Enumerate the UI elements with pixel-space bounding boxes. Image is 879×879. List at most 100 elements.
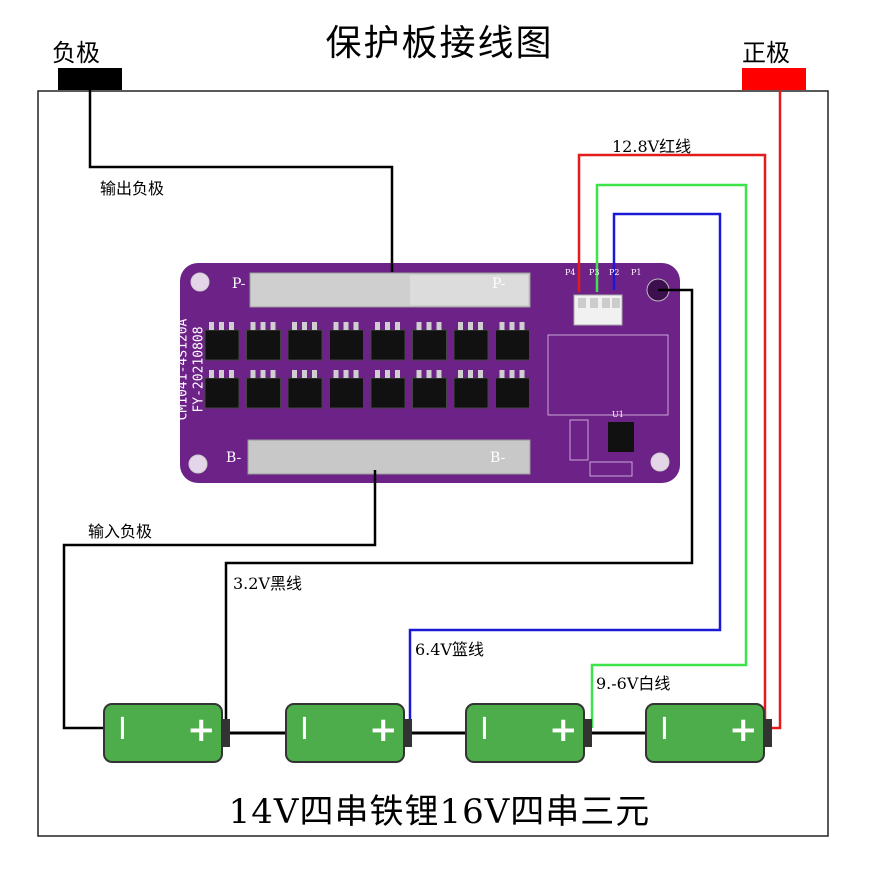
- mosfet-pin: [333, 370, 339, 378]
- pin-label-p1: P1: [631, 268, 642, 277]
- output-negative-label: 输出负极: [100, 179, 165, 198]
- mosfet: [495, 329, 530, 361]
- mosfet-pin: [375, 322, 380, 330]
- battery-1: [103, 703, 230, 763]
- mosfet: [246, 377, 281, 409]
- mosfet-pin: [385, 370, 390, 378]
- mosfet-pin: [499, 370, 505, 378]
- mosfet-pin: [416, 370, 422, 378]
- mosfet: [412, 377, 447, 409]
- mosfet: [329, 377, 364, 409]
- mosfet-pin: [353, 322, 359, 330]
- wire-9-6v: [590, 183, 748, 728]
- mosfet-pin: [478, 370, 483, 378]
- mosfet-pin: [312, 322, 317, 330]
- mosfet-pin: [395, 370, 400, 378]
- mosfet-pin: [478, 322, 483, 330]
- mosfet-pin: [292, 370, 297, 378]
- mosfet-pin: [509, 322, 515, 330]
- battery-2-plus: +: [369, 710, 398, 750]
- pin-label-p4: P4: [565, 268, 576, 277]
- wire-12-8v: [577, 153, 767, 728]
- battery-3: [465, 703, 592, 763]
- wire-3-2v: [224, 288, 694, 728]
- mosfet-pin: [426, 322, 432, 330]
- mosfet-array: [204, 322, 530, 409]
- mosfet-pin: [219, 322, 224, 330]
- mosfet-pin: [292, 322, 297, 330]
- mosfet-pin: [302, 370, 307, 378]
- mosfet-pin: [519, 370, 525, 378]
- mosfet-pin: [416, 322, 422, 330]
- bus-top-right-label: P-: [492, 276, 506, 292]
- positive-terminal: [742, 68, 806, 90]
- board-model-line1: CM1041-4S120A: [175, 318, 191, 421]
- mosfet-pin: [209, 322, 214, 330]
- ic-chip: [608, 422, 634, 452]
- mosfet: [412, 329, 447, 361]
- mosfet-pin: [312, 370, 317, 378]
- mosfet: [287, 377, 323, 409]
- mosfet: [287, 329, 323, 361]
- diagram-frame: [37, 90, 829, 837]
- mosfet-pin: [353, 370, 359, 378]
- mosfet-pin: [250, 322, 256, 330]
- mosfet-pin: [385, 322, 390, 330]
- mosfet-pin: [270, 322, 276, 330]
- ic-label: U1: [612, 410, 624, 419]
- mosfet-pin: [468, 370, 473, 378]
- mosfet-pin: [436, 370, 442, 378]
- board-model-line2: FY-20210808: [191, 326, 207, 413]
- mosfet-pin: [468, 322, 473, 330]
- negative-terminal-label: 负极: [52, 39, 100, 67]
- output-negative-wire: [88, 90, 394, 272]
- battery-2: [285, 703, 412, 763]
- mosfet-pin: [229, 370, 234, 378]
- mosfet: [246, 329, 281, 361]
- bottom-caption: 14V四串铁锂16V四串三元: [228, 792, 651, 832]
- mosfet-pin: [499, 322, 505, 330]
- mosfet: [370, 329, 406, 361]
- mosfet-pin: [250, 370, 256, 378]
- battery-4: [645, 703, 772, 763]
- mosfet-pin: [436, 322, 442, 330]
- positive-terminal-label: 正极: [742, 39, 790, 67]
- mosfet: [204, 329, 240, 361]
- input-negative-label: 输入负极: [88, 522, 153, 541]
- mosfet-pin: [270, 370, 276, 378]
- mosfet-pin: [509, 370, 515, 378]
- mosfet-pin: [458, 322, 463, 330]
- mosfet-pin: [219, 370, 224, 378]
- mosfet-pin: [302, 322, 307, 330]
- wire-12-8v-label: 12.8V红线: [612, 137, 692, 156]
- mosfet: [329, 329, 364, 361]
- pin-label-p2: P2: [609, 268, 620, 277]
- mosfet-pin: [209, 370, 214, 378]
- mosfet: [204, 377, 240, 409]
- battery-3-plus: +: [549, 710, 578, 750]
- mosfet: [495, 377, 530, 409]
- wire-6-4v: [408, 212, 722, 728]
- mosfet-pin: [343, 322, 349, 330]
- mosfet-pin: [458, 370, 463, 378]
- input-negative-wire: [62, 470, 377, 730]
- main-positive-wire: [772, 90, 782, 730]
- mosfet-pin: [333, 322, 339, 330]
- mosfet-pin: [426, 370, 432, 378]
- negative-terminal: [58, 68, 122, 90]
- mosfet: [453, 377, 489, 409]
- mosfet-pin: [375, 370, 380, 378]
- battery-1-minus: I: [118, 712, 127, 747]
- mosfet-pin: [260, 370, 266, 378]
- battery-1-plus: +: [187, 710, 216, 750]
- battery-2-minus: I: [300, 712, 309, 747]
- mosfet: [453, 329, 489, 361]
- wire-3-2v-label: 3.2V黑线: [233, 574, 303, 593]
- battery-3-minus: I: [480, 712, 489, 747]
- bus-bottom-right-label: B-: [490, 450, 506, 466]
- mosfet-pin: [519, 322, 525, 330]
- diagram-title: 保护板接线图: [325, 23, 554, 64]
- mosfet-pin: [229, 322, 234, 330]
- pin-label-p3: P3: [589, 268, 600, 277]
